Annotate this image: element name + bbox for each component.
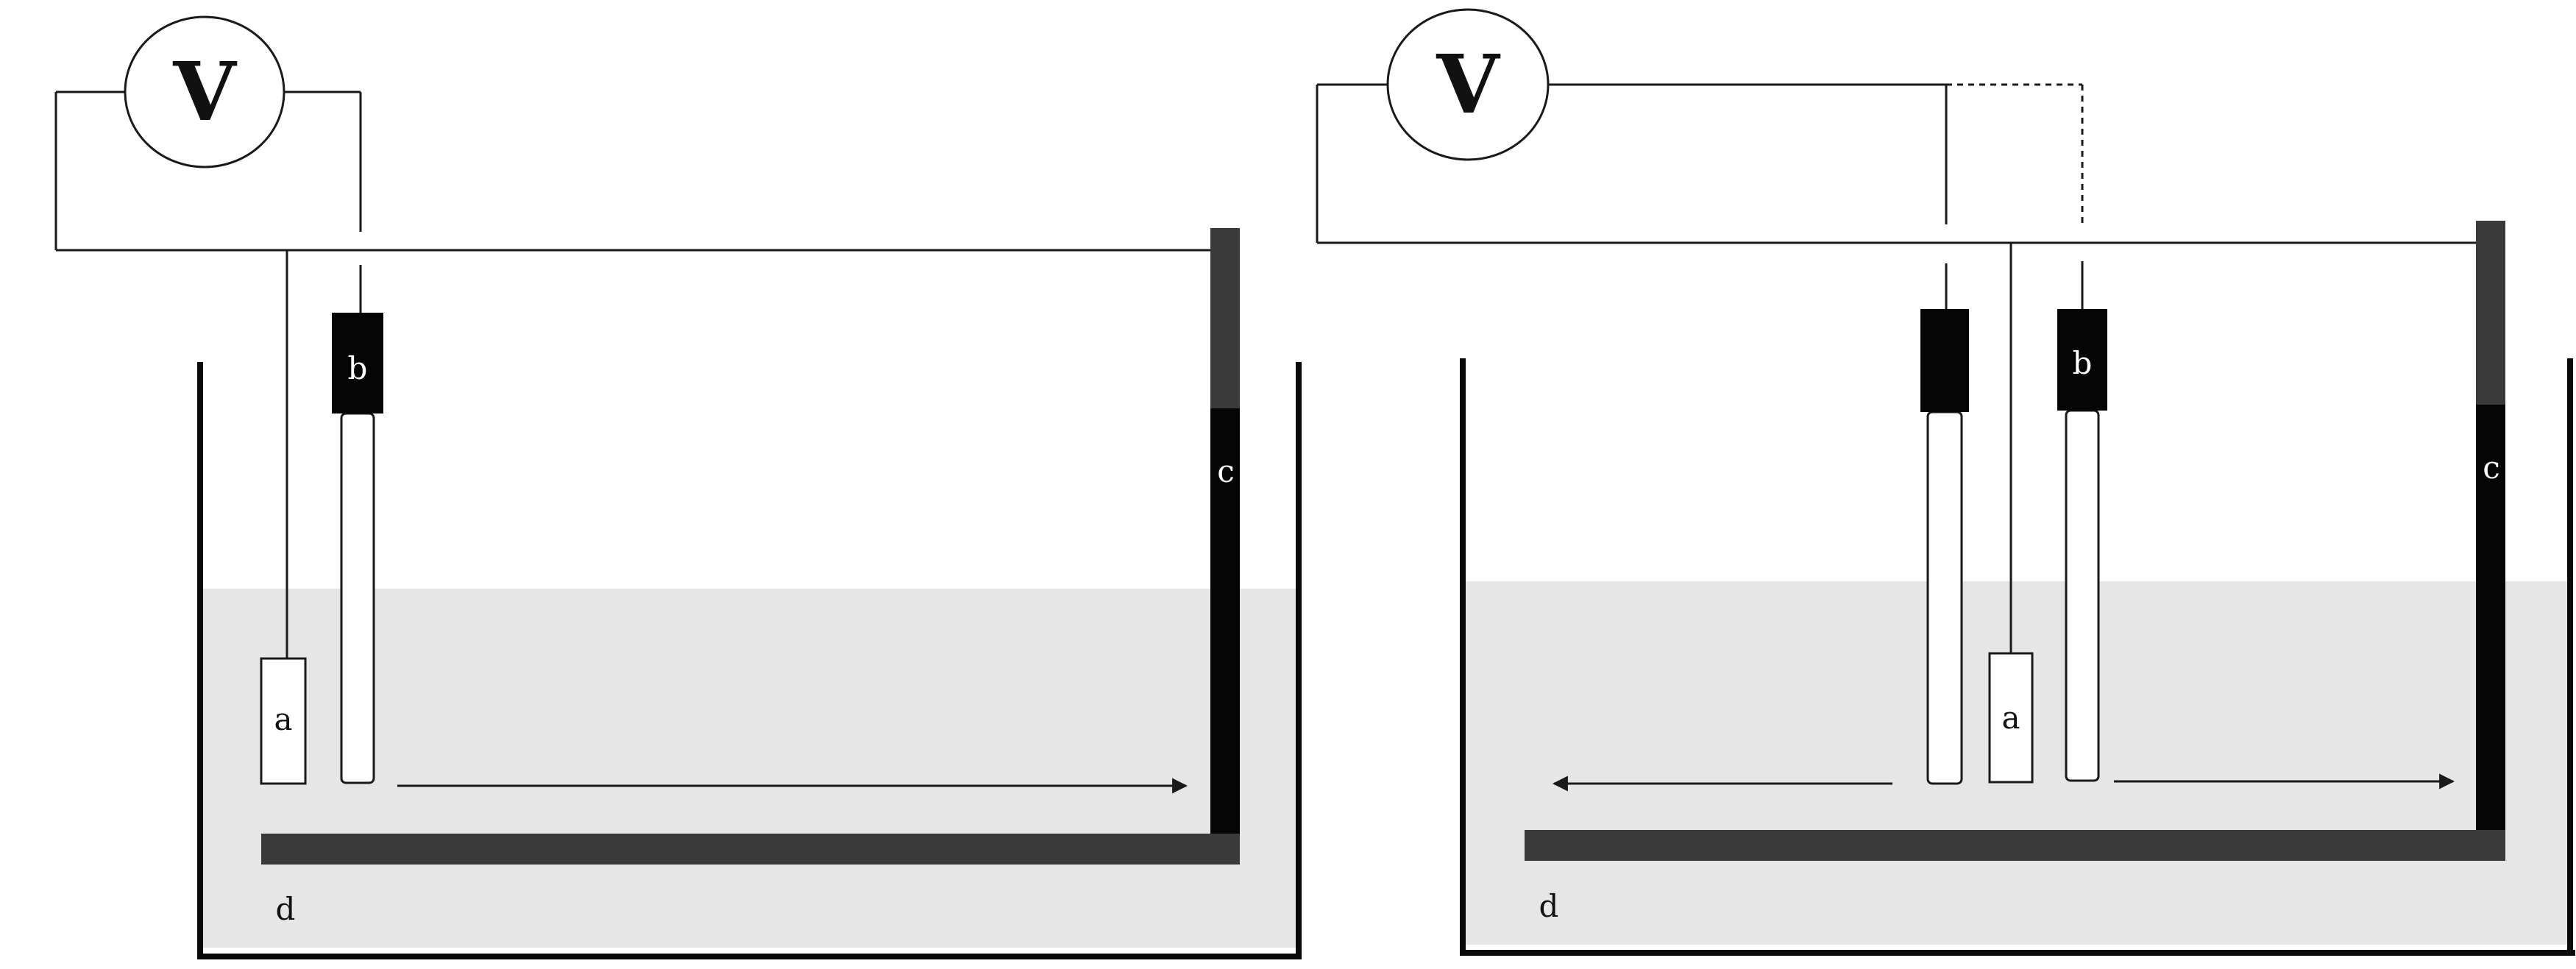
right-dashed-wire <box>1946 83 2084 224</box>
right-voltmeter: V <box>1386 8 1550 161</box>
right-electrode-a: a <box>1988 652 2034 784</box>
right-setup: V a b c d <box>1316 8 2575 956</box>
right-tank <box>1460 358 2575 956</box>
right-rebar-c: c <box>2476 221 2505 861</box>
left-label-c: c <box>1217 453 1235 489</box>
left-tank <box>197 362 1302 959</box>
right-label-a: a <box>2001 700 2020 736</box>
left-setup: V a b c d <box>54 15 1302 959</box>
right-probe-unlabeled <box>1920 309 1969 785</box>
right-label-c: c <box>2483 450 2500 486</box>
right-label-b: b <box>2073 345 2093 381</box>
right-circuit-wires <box>1316 83 2498 653</box>
right-label-d: d <box>1539 888 1559 924</box>
right-voltmeter-circle <box>1386 8 1550 161</box>
left-voltmeter-circle <box>124 15 285 168</box>
left-probe-b: b <box>332 313 383 784</box>
left-label-b: b <box>348 350 368 386</box>
left-water <box>203 589 1296 948</box>
right-probe-b: b <box>2057 309 2107 782</box>
right-voltmeter-symbol: V <box>1436 37 1500 132</box>
left-horizontal-rod <box>261 834 1240 865</box>
left-label-a: a <box>274 701 292 737</box>
left-electrode-a: a <box>260 657 307 785</box>
left-circuit-wires <box>54 90 1213 659</box>
right-horizontal-rod <box>1525 830 2505 861</box>
left-voltmeter-symbol: V <box>172 44 237 139</box>
left-voltmeter: V <box>124 15 285 168</box>
left-label-d: d <box>276 891 296 927</box>
left-rebar-c: c <box>1210 228 1240 865</box>
